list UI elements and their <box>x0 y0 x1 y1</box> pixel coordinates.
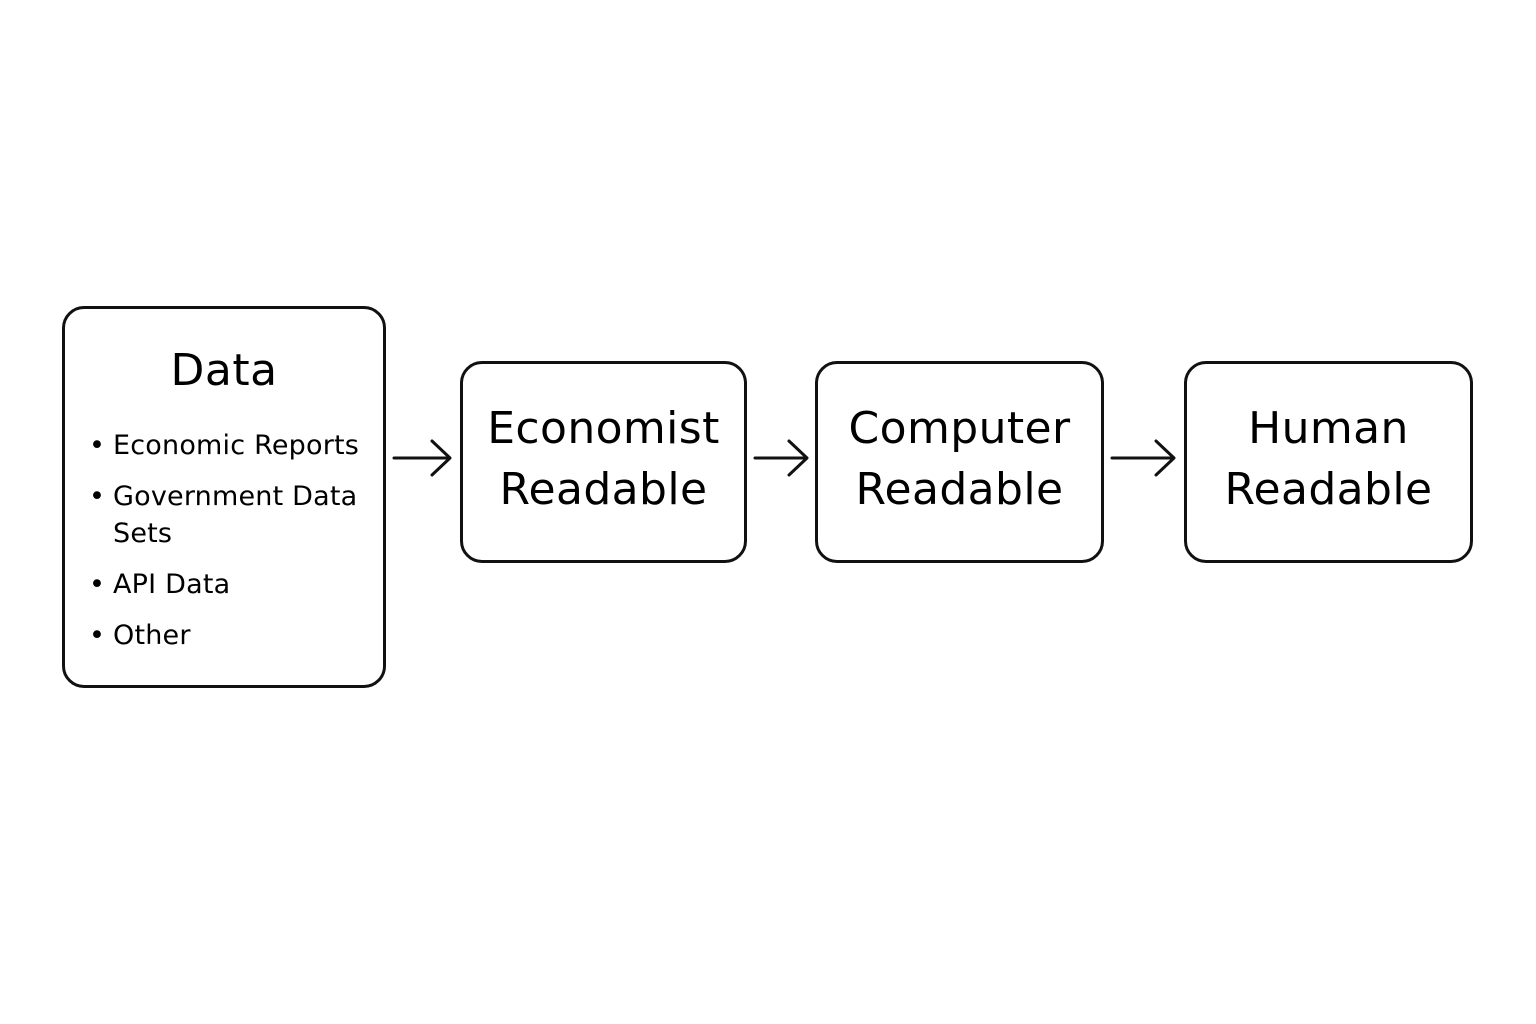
right-arrow-icon <box>392 439 452 477</box>
stage-label-line2: Readable <box>1224 464 1433 515</box>
stage-label-line1: Computer <box>848 403 1071 454</box>
bullet-icon: • <box>89 481 106 512</box>
right-arrow-icon <box>753 439 809 477</box>
stage-human-readable: Human Readable <box>1184 361 1473 563</box>
right-arrow-icon <box>1110 439 1176 477</box>
list-item-label: Other <box>113 620 191 651</box>
bullet-icon: • <box>89 430 106 461</box>
list-item-label: API Data <box>113 569 231 600</box>
list-item-label: Economic Reports <box>113 430 360 461</box>
stage-label-line2: Readable <box>855 464 1064 515</box>
list-item-label: Government Data Sets <box>113 481 358 549</box>
data-box-title: Data <box>170 345 278 396</box>
data-source-list: • Economic Reports • Government Data Set… <box>87 427 377 668</box>
stage-label: Economist Readable <box>487 398 720 520</box>
bullet-icon: • <box>89 620 106 651</box>
stage-label-line2: Readable <box>499 464 708 515</box>
bullet-icon: • <box>89 569 106 600</box>
list-item: • API Data <box>87 566 377 603</box>
stage-label: Human Readable <box>1225 398 1433 520</box>
stage-label-line1: Economist <box>487 403 720 454</box>
stage-label: Computer Readable <box>849 398 1071 520</box>
stage-computer-readable: Computer Readable <box>815 361 1104 563</box>
list-item: • Economic Reports <box>87 427 377 464</box>
stage-label-line1: Human <box>1248 403 1409 454</box>
stage-economist-readable: Economist Readable <box>460 361 747 563</box>
list-item: • Other <box>87 617 377 654</box>
list-item: • Government Data Sets <box>87 478 377 552</box>
data-source-box: Data • Economic Reports • Government Dat… <box>62 306 386 688</box>
